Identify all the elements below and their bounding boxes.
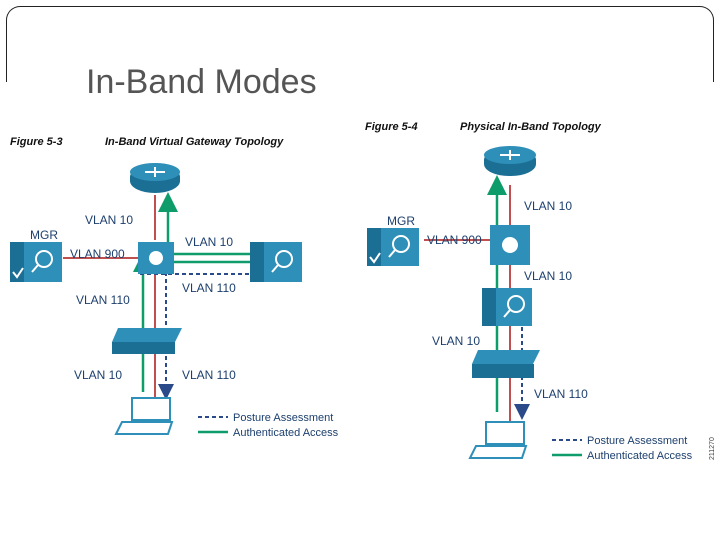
- label-vlan110-low: VLAN 110: [182, 368, 236, 382]
- legend: Posture Assessment Authenticated Access: [552, 435, 693, 462]
- label-mgr: MGR: [30, 228, 58, 242]
- figure-side-number: 211270: [709, 437, 716, 460]
- slide-title: In-Band Modes: [80, 60, 323, 104]
- figure-5-3: Figure 5-3 In-Band Virtual Gateway Topol…: [10, 136, 339, 439]
- router-icon: [484, 146, 536, 176]
- label-vlan110-low: VLAN 110: [534, 387, 588, 401]
- laptop-icon: [468, 421, 528, 459]
- label-vlan10-top: VLAN 10: [85, 213, 133, 227]
- figure-title: In-Band Virtual Gateway Topology: [105, 136, 284, 148]
- label-vlan10-low: VLAN 10: [74, 368, 122, 382]
- legend: Posture Assessment Authenticated Access: [198, 412, 339, 439]
- access-switch-icon: [472, 350, 540, 378]
- mgr-appliance-icon: [10, 242, 62, 282]
- legend-posture-label: Posture Assessment: [587, 435, 687, 447]
- label-vlan110-mid: VLAN 110: [182, 281, 236, 295]
- gateway-appliance-icon: [250, 242, 302, 282]
- mgr-appliance-icon: [367, 228, 419, 266]
- legend-posture-label: Posture Assessment: [233, 412, 333, 424]
- legend-auth-label: Authenticated Access: [233, 427, 339, 439]
- label-vlan10-top: VLAN 10: [524, 199, 572, 213]
- label-vlan900: VLAN 900: [70, 247, 125, 261]
- access-switch-icon: [112, 328, 182, 354]
- label-vlan900: VLAN 900: [427, 233, 482, 247]
- label-vlan10-low: VLAN 10: [432, 334, 480, 348]
- figure-5-4: Figure 5-4 Physical In-Band Topology MGR: [365, 121, 716, 462]
- figure-number: Figure 5-3: [10, 136, 63, 148]
- figure-number: Figure 5-4: [365, 121, 418, 133]
- layer3-switch-icon: [490, 225, 530, 265]
- layer3-switch-icon: [138, 242, 174, 274]
- figure-title: Physical In-Band Topology: [460, 121, 602, 133]
- laptop-icon: [114, 397, 174, 435]
- label-vlan10-mid: VLAN 10: [185, 235, 233, 249]
- label-vlan110-left: VLAN 110: [76, 293, 130, 307]
- label-mgr: MGR: [387, 214, 415, 228]
- slide-frame: [6, 6, 714, 82]
- label-vlan10-mid: VLAN 10: [524, 269, 572, 283]
- legend-auth-label: Authenticated Access: [587, 450, 693, 462]
- gateway-appliance-icon: [482, 288, 532, 326]
- router-icon: [130, 163, 180, 193]
